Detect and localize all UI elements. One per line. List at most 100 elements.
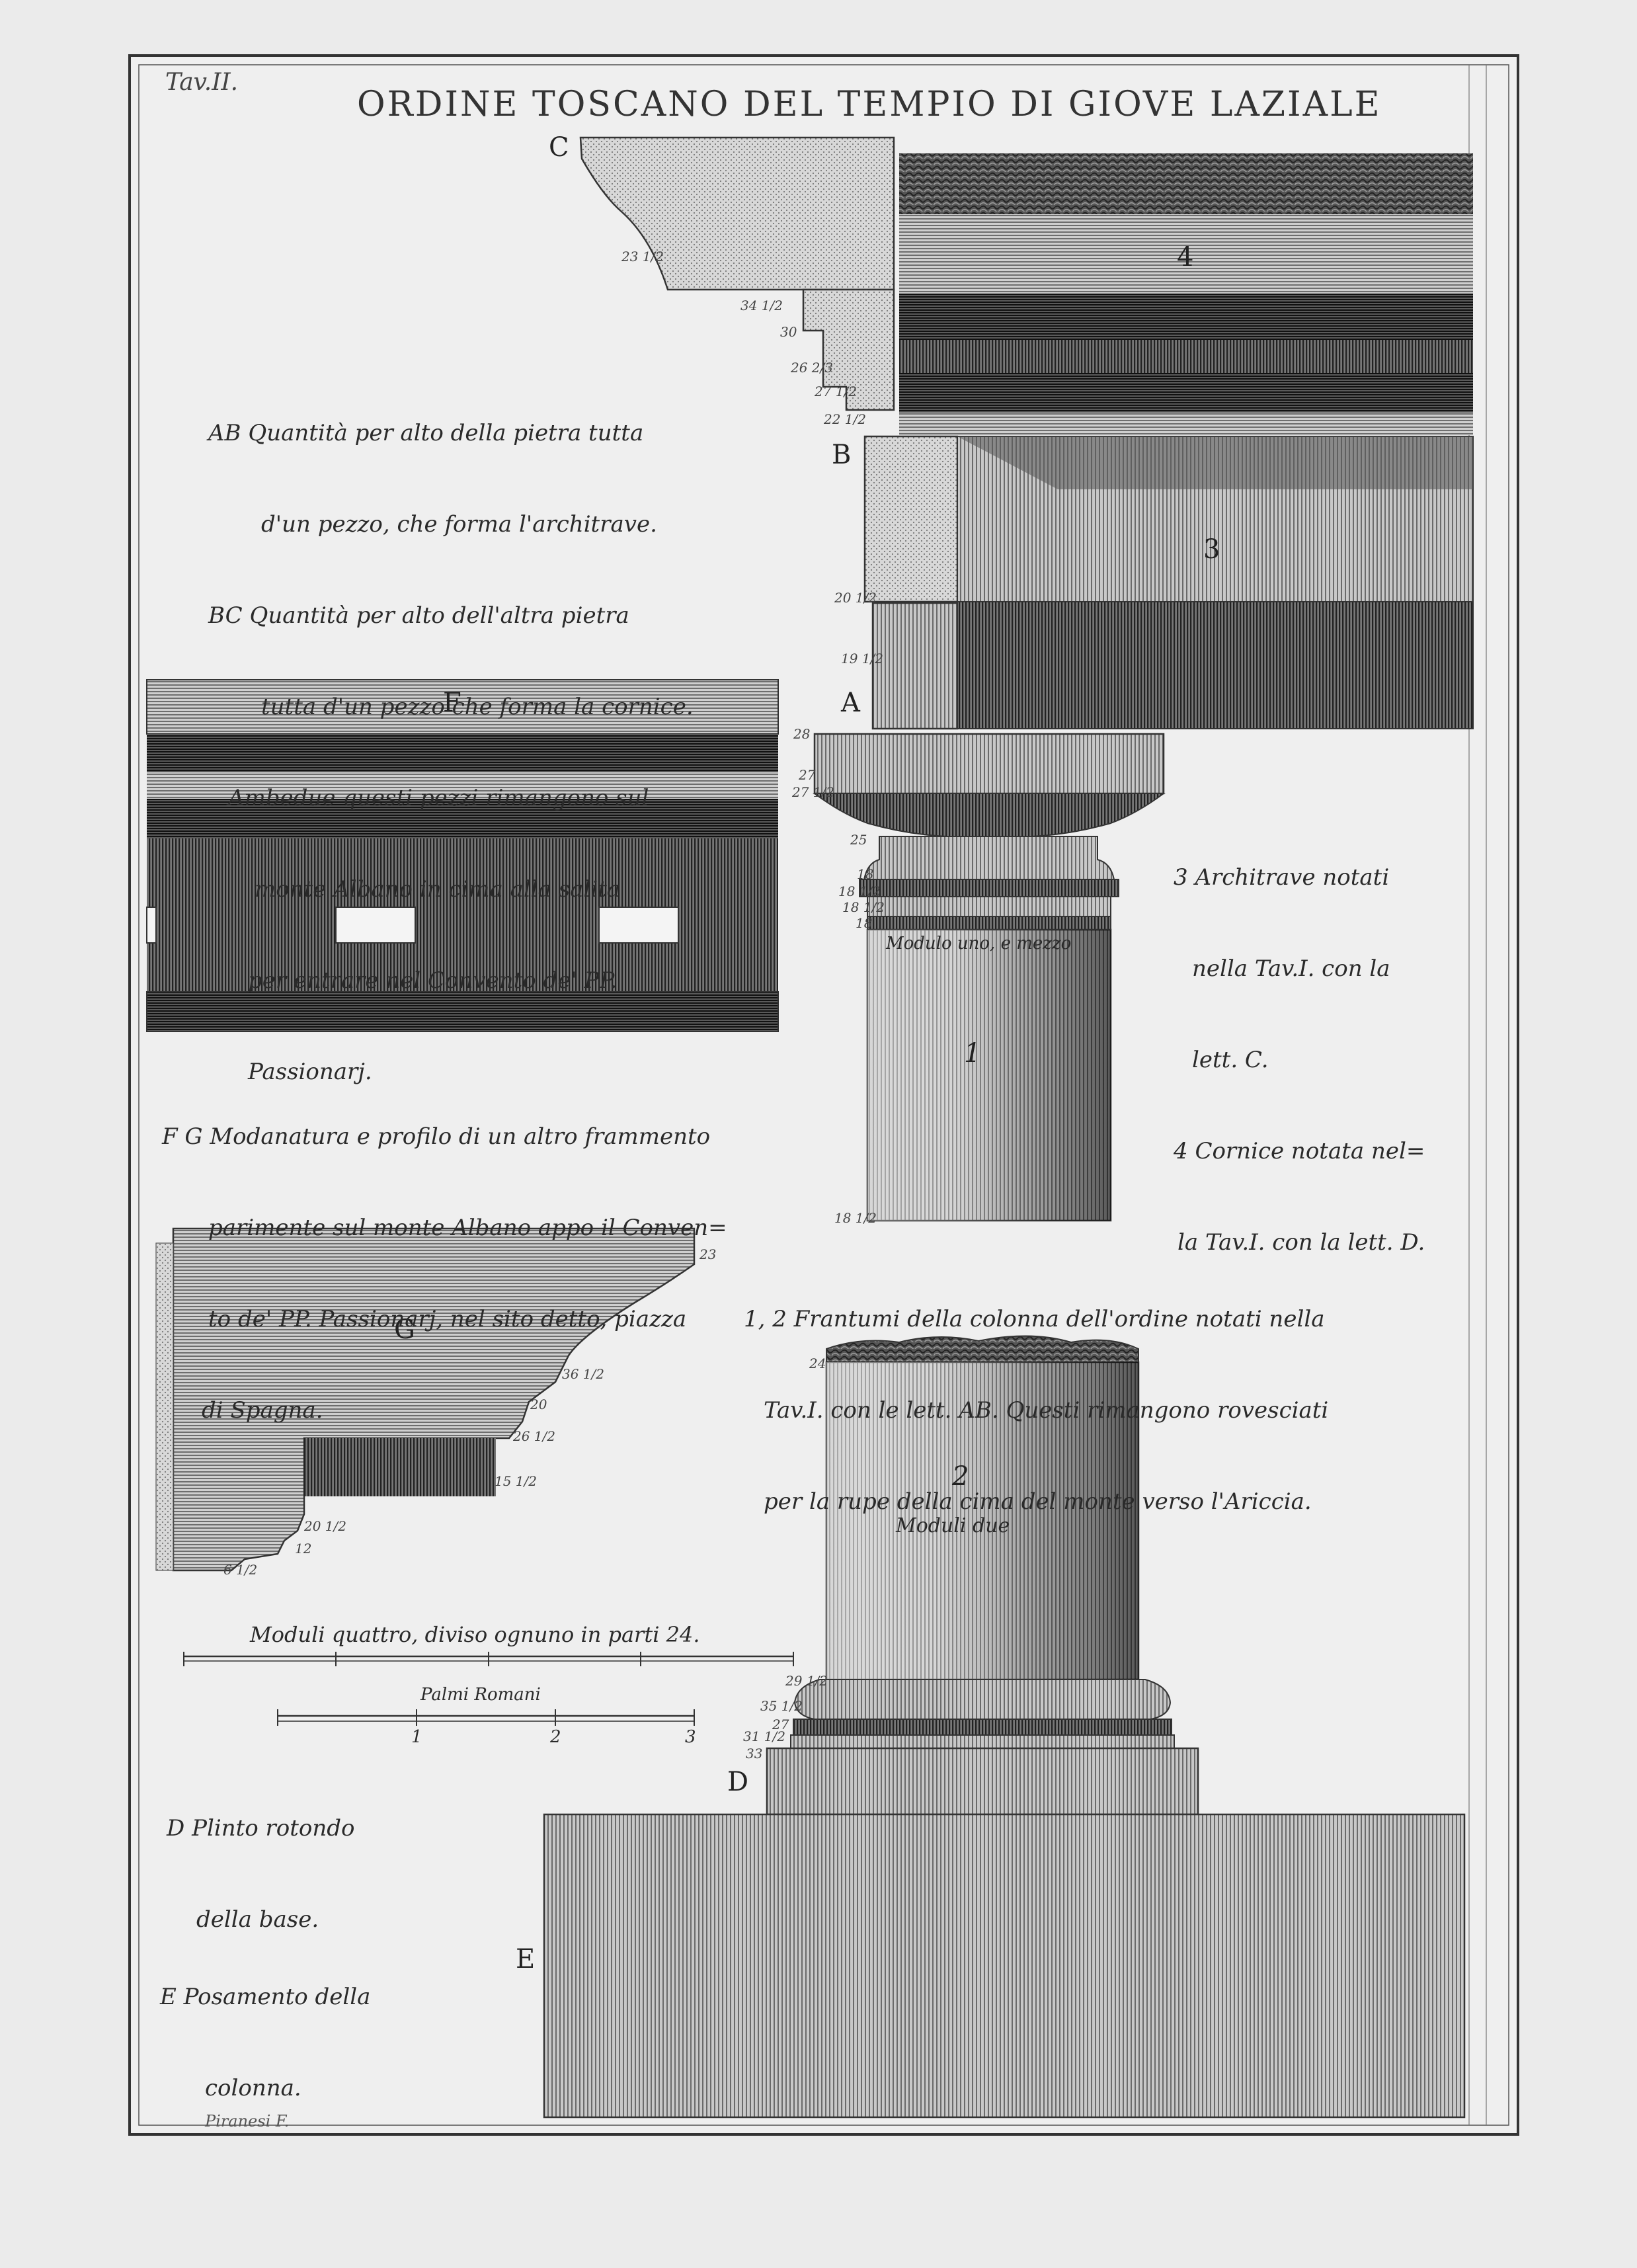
dimension-label: 18 xyxy=(856,915,873,931)
plate-title: ORDINE TOSCANO DEL TEMPIO DI GIOVE LAZIA… xyxy=(357,85,1382,124)
architrave-profile xyxy=(863,435,959,603)
broken-top xyxy=(826,1335,1139,1363)
abacus xyxy=(813,733,1165,795)
caption-fg: F G Modanatura e profilo di un altro fra… xyxy=(162,1061,727,1456)
caption-line: nella Tav.I. con la xyxy=(1192,955,1390,982)
letter-a: A xyxy=(841,688,860,718)
architrave-elevation xyxy=(863,435,1474,730)
caption-line: colonna. xyxy=(205,2075,301,2101)
caption-pedestal: E Posamento della colonna. xyxy=(160,1921,370,2134)
palmi-scale xyxy=(277,1709,695,1726)
dimension-label: 15 1/2 xyxy=(495,1473,537,1489)
caption-line: per entrare nel Convento de' PP. xyxy=(248,967,618,994)
dimension-label: 18 1/2 xyxy=(834,1210,877,1226)
dimension-label: 30 xyxy=(780,324,797,340)
torus xyxy=(793,1679,1172,1720)
caption-line: tutta d'un pezzo che forma la cornice. xyxy=(261,694,694,720)
palmi-tick-label: 1 xyxy=(411,1727,422,1747)
dimension-label: 22 1/2 xyxy=(824,411,866,427)
plinth xyxy=(766,1747,1199,1816)
column-fragment-1 xyxy=(812,733,1166,1222)
dimension-label: 24 xyxy=(809,1356,826,1371)
caption-line: 4 Cornice notata nel= xyxy=(1174,1138,1425,1164)
caption-line: d'un pezzo, che forma l'architrave. xyxy=(261,511,657,538)
dimension-label: 18 1/2 xyxy=(842,899,885,915)
plate-number: Tav.II. xyxy=(165,69,239,96)
dimension-label: 33 xyxy=(746,1746,763,1762)
dimension-label: 31 1/2 xyxy=(743,1728,785,1744)
numeral-4: 4 xyxy=(1177,242,1194,272)
caption-ab-bc: AB Quantità per alto della pietra tutta … xyxy=(208,357,694,1117)
dimension-label: 18 1/2 xyxy=(838,883,881,899)
cornice-elevation xyxy=(899,153,1473,435)
letter-g: G xyxy=(394,1315,415,1345)
caption-line: E Posamento della xyxy=(160,1984,371,2010)
dimension-label: 27 xyxy=(799,767,816,783)
dimension-label: 19 1/2 xyxy=(841,651,883,667)
numeral-1: 1 xyxy=(964,1038,981,1069)
pedestal-e xyxy=(543,1813,1466,2119)
caption-line: Tav.I. con le lett. AB. Questi rimangono… xyxy=(764,1397,1329,1424)
caption-line: 1, 2 Frantumi della colonna dell'ordine … xyxy=(744,1306,1325,1332)
caption-line: monte Albano in cima alla salita xyxy=(255,876,621,903)
palmi-tick-label: 2 xyxy=(550,1727,561,1747)
letter-d: D xyxy=(727,1767,749,1797)
caption-line: di Spagna. xyxy=(202,1397,323,1424)
dimension-label: 28 xyxy=(793,726,811,742)
cornice-shadow-band xyxy=(899,294,1473,340)
moduli-due-label: Moduli due xyxy=(896,1514,1010,1537)
plate-inner-border xyxy=(138,64,1509,2126)
dentil-block xyxy=(335,907,416,944)
caption-architrave-cornice: 3 Architrave notati nella Tav.I. con la … xyxy=(1174,801,1425,1288)
letter-f: F xyxy=(443,688,461,718)
caption-line: F G Modanatura e profilo di un altro fra… xyxy=(162,1123,711,1150)
cornice-top-rough xyxy=(899,153,1473,214)
fragment-f-elevation xyxy=(146,679,779,1032)
caption-line: della base. xyxy=(196,1906,319,1933)
echinus xyxy=(863,836,1115,880)
dimension-label: 34 1/2 xyxy=(740,298,783,313)
caption-line: Ambedue questi pezzi rimangono sul xyxy=(228,785,649,811)
dimension-label: 27 xyxy=(772,1717,789,1732)
caption-line: per la rupe della cima del monte verso l… xyxy=(764,1488,1312,1515)
caption-line: Passionarj. xyxy=(248,1059,372,1085)
dentil-block xyxy=(598,907,679,944)
palmi-tick-label: 3 xyxy=(685,1727,696,1747)
caption-line: D Plinto rotondo xyxy=(167,1815,355,1842)
modulo-uno-label: Modulo uno, e mezzo xyxy=(886,934,1072,953)
dimension-label: 27 1/2 xyxy=(792,784,834,800)
dimension-label: 20 1/2 xyxy=(834,590,877,606)
numeral-2: 2 xyxy=(952,1461,969,1492)
dimension-label: 36 1/2 xyxy=(562,1366,604,1382)
numeral-3: 3 xyxy=(1203,534,1220,565)
annulet xyxy=(859,879,1119,897)
dimension-label: 26 1/2 xyxy=(513,1428,555,1444)
moduli-scale xyxy=(183,1652,794,1666)
dimension-label: 12 xyxy=(295,1541,312,1557)
dimension-label: 20 xyxy=(530,1397,547,1412)
letter-b: B xyxy=(832,440,852,470)
caption-line: parimente sul monte Albano appo il Conve… xyxy=(208,1215,727,1241)
caption-line: 3 Architrave notati xyxy=(1174,864,1390,891)
caption-fragments: 1, 2 Frantumi della colonna dell'ordine … xyxy=(744,1243,1328,1547)
dimension-label: 26 2/3 xyxy=(791,360,833,376)
caption-line: la Tav.I. con la lett. D. xyxy=(1178,1229,1425,1256)
dimension-label: 18 xyxy=(857,866,874,882)
caption-line: BC Quantità per alto dell'altra pietra xyxy=(208,602,629,629)
dimension-label: 23 1/2 xyxy=(621,249,664,264)
moduli-scale-caption: Moduli quattro, diviso ognuno in parti 2… xyxy=(250,1622,700,1647)
letter-e: E xyxy=(516,1944,536,1974)
caption-line: lett. C. xyxy=(1192,1047,1269,1073)
letter-c: C xyxy=(549,132,569,163)
caption-line: AB Quantità per alto della pietra tutta xyxy=(208,420,644,446)
fragment-g-profile xyxy=(155,1227,696,1572)
dimension-label: 23 xyxy=(699,1246,717,1262)
dimension-label: 27 1/2 xyxy=(815,384,857,399)
dimension-label: 35 1/2 xyxy=(760,1698,803,1714)
cornice-profile-section xyxy=(579,136,895,411)
cornice-fascia xyxy=(899,214,1473,294)
dimension-label: 25 xyxy=(850,832,867,848)
palmi-scale-caption: Palmi Romani xyxy=(420,1685,541,1705)
dimension-label: 6 1/2 xyxy=(223,1562,258,1578)
